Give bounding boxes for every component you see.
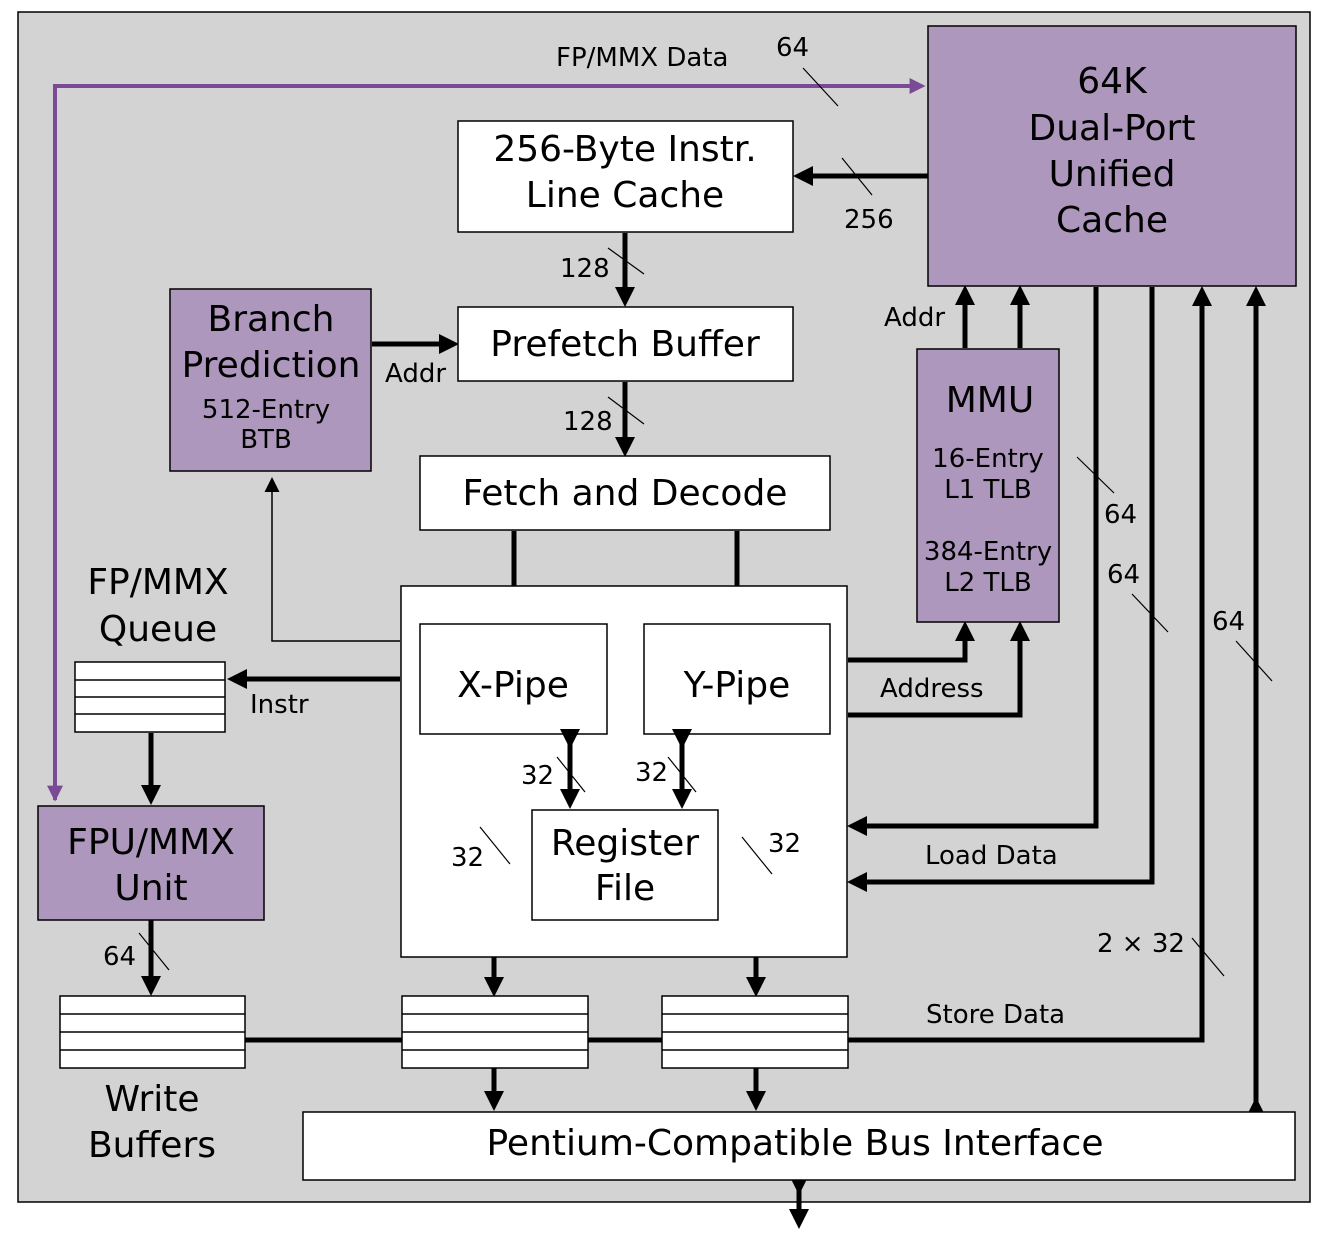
width-y-out: 32	[768, 829, 801, 859]
line-cache-label-1: 256-Byte Instr.	[493, 129, 756, 170]
mmu-l2-label-2: L2 TLB	[944, 568, 1032, 598]
x-pipe-block: X-Pipe	[419, 623, 608, 735]
write-buffers-label-1: Write	[104, 1079, 199, 1120]
branch-label-4: BTB	[240, 425, 292, 455]
cache-label-line-2: Dual-Port	[1029, 108, 1196, 149]
address-label: Address	[880, 674, 984, 704]
width-x-out: 32	[451, 843, 484, 873]
width-line-cache: 256	[844, 205, 894, 235]
bus-interface-block: Pentium-Compatible Bus Interface	[302, 1111, 1296, 1181]
prefetch-buffer-block: Prefetch Buffer	[457, 306, 794, 382]
mmu-addr-label: Addr	[884, 303, 945, 333]
slash-fpu-out	[138, 932, 170, 971]
width-load-2: 64	[1107, 560, 1140, 590]
load-data-bus-2	[846, 287, 1155, 892]
y-pipe-block: Y-Pipe	[643, 623, 831, 735]
prefetch-label: Prefetch Buffer	[490, 324, 760, 365]
load-data-bus-1	[846, 287, 1099, 836]
width-fp-data: 64	[776, 33, 809, 63]
slash-x-reg	[556, 756, 586, 793]
write-buffer-y	[661, 995, 849, 1069]
slash-fp-data	[802, 67, 839, 107]
cache-label-line-1: 64K	[1077, 61, 1148, 102]
core-address-bus-1	[848, 620, 975, 663]
core-address-bus-2	[848, 620, 1030, 718]
width-bus-interface: 2 × 32	[1097, 929, 1185, 959]
slash-decode-in	[607, 396, 645, 425]
slash-load-1	[1076, 456, 1115, 494]
line-cache-label-2: Line Cache	[526, 175, 724, 216]
register-file-label-2: File	[595, 868, 655, 909]
cache-label-line-4: Cache	[1056, 200, 1168, 241]
fpu-mmx-block: FPU/MMX Unit	[37, 805, 265, 921]
slash-y-out	[741, 836, 773, 875]
width-fpu-out: 64	[103, 942, 136, 972]
cache-label-line-3: Unified	[1049, 154, 1176, 195]
write-buffer-fpu	[59, 995, 246, 1069]
fp-mmx-data-label: FP/MMX Data	[556, 43, 728, 73]
x-pipe-label: X-Pipe	[457, 665, 569, 706]
store-data-label: Store Data	[926, 1000, 1065, 1030]
width-y-reg: 32	[635, 758, 668, 788]
width-prefetch-in: 128	[560, 254, 610, 284]
fetch-decode-block: Fetch and Decode	[419, 455, 831, 531]
slash-x-out	[479, 826, 511, 865]
load-data-label: Load Data	[925, 841, 1058, 871]
write-buffers-label-2: Buffers	[88, 1125, 216, 1166]
fp-queue-label-1: FP/MMX	[87, 562, 228, 603]
width-load-1: 64	[1104, 500, 1137, 530]
core-to-branch-feedback	[264, 477, 400, 642]
register-file-label-1: Register	[551, 823, 699, 864]
slash-prefetch-in	[607, 247, 645, 275]
write-buffer-x	[401, 995, 589, 1069]
line-cache-block: 256-Byte Instr. Line Cache	[457, 120, 794, 233]
fpu-label-1: FPU/MMX	[67, 822, 235, 863]
mmu-label: MMU	[946, 380, 1034, 421]
branch-label-2: Prediction	[182, 345, 361, 386]
mmu-block: MMU 16-Entry L1 TLB 384-Entry L2 TLB	[916, 348, 1060, 623]
branch-addr-label: Addr	[385, 359, 446, 389]
width-decode-in: 128	[563, 407, 613, 437]
fetch-decode-label: Fetch and Decode	[463, 473, 788, 514]
unified-cache-block: 64K Dual-Port Unified Cache	[927, 25, 1297, 287]
width-x-reg: 32	[521, 761, 554, 791]
fpu-label-2: Unit	[114, 868, 187, 909]
slash-bus-interface	[1191, 937, 1225, 977]
slash-y-reg	[667, 756, 697, 793]
slash-load-2	[1131, 593, 1169, 633]
bus-interface-label: Pentium-Compatible Bus Interface	[487, 1123, 1104, 1164]
branch-label-3: 512-Entry	[202, 395, 330, 425]
mmu-l1-label-1: 16-Entry	[932, 444, 1044, 474]
slash-line-cache	[841, 157, 873, 196]
branch-prediction-block: Branch Prediction 512-Entry BTB	[169, 288, 372, 472]
fp-mmx-data-path	[53, 78, 926, 800]
slash-store	[1235, 640, 1273, 682]
mmu-l2-label-1: 384-Entry	[924, 537, 1052, 567]
instr-label: Instr	[250, 690, 309, 720]
register-file-block: Register File	[531, 809, 719, 921]
y-pipe-label: Y-Pipe	[683, 665, 791, 706]
fp-queue-label-2: Queue	[99, 609, 217, 650]
fp-queue-buffer	[74, 661, 226, 733]
mmu-l1-label-2: L1 TLB	[944, 475, 1032, 505]
branch-label-1: Branch	[208, 299, 335, 340]
width-store: 64	[1212, 607, 1245, 637]
